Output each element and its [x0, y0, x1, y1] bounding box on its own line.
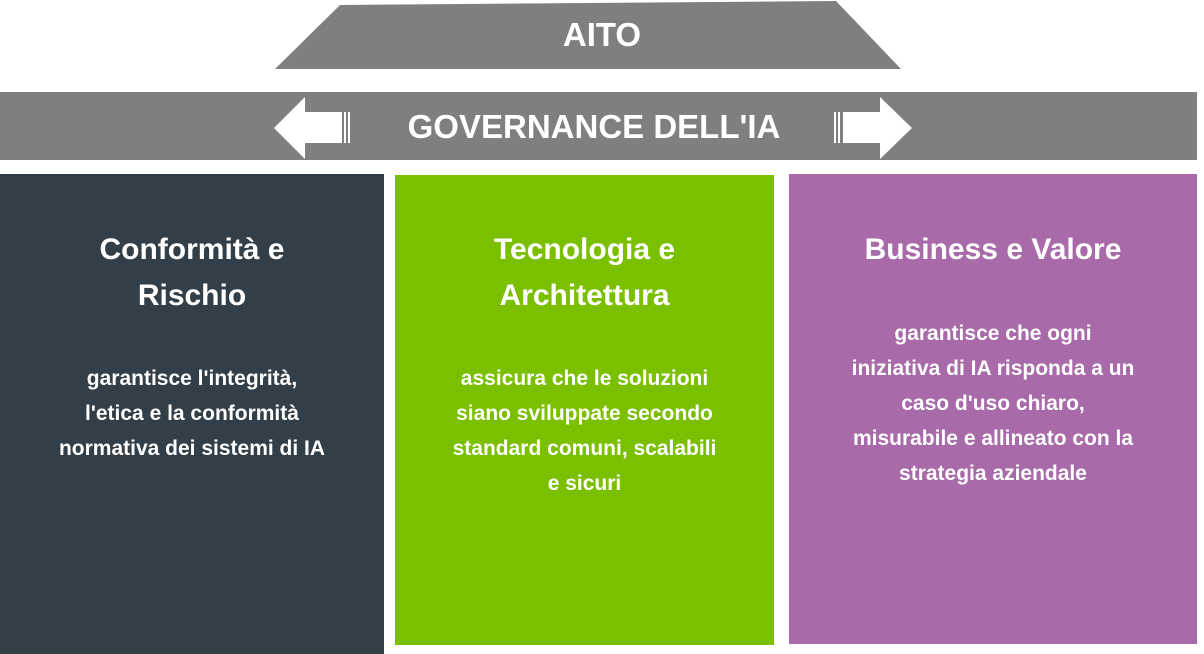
governance-arrows: [274, 97, 912, 159]
title-line: Conformità e: [99, 233, 285, 266]
governance-label: GOVERNANCE DELL'IA: [407, 108, 781, 145]
pillar-business-value: Business e Valore garantisce che ogni in…: [789, 174, 1197, 644]
pillar-description: garantisce che ogni iniziativa di IA ris…: [789, 316, 1197, 491]
left-arrow-icon: [274, 97, 350, 159]
body-line: garantisce che ogni: [894, 322, 1092, 345]
aito-trapezoid: [275, 1, 901, 69]
body-line: garantisce l'integrità,: [86, 367, 298, 390]
body-line: e sicuri: [547, 472, 622, 495]
body-line: standard comuni, scalabili: [452, 437, 717, 460]
pillar-title: Tecnologia e Architettura: [395, 227, 774, 319]
title-line: Architettura: [499, 279, 670, 312]
title-line: Tecnologia e: [493, 233, 676, 266]
body-line: assicura che le soluzioni: [460, 367, 709, 390]
body-line: caso d'uso chiaro,: [901, 392, 1085, 415]
body-line: strategia aziendale: [899, 462, 1087, 485]
body-line: siano sviluppate secondo: [456, 402, 713, 425]
aito-label: AITO: [562, 16, 642, 53]
pillar-description: assicura che le soluzioni siano sviluppa…: [395, 361, 774, 501]
right-arrow-icon: [834, 97, 912, 159]
body-line: misurabile e allineato con la: [852, 427, 1134, 450]
title-line: Business e Valore: [864, 233, 1122, 266]
pillar-description: garantisce l'integrità, l'etica e la con…: [0, 361, 384, 466]
pillar-compliance-risk: Conformità e Rischio garantisce l'integr…: [0, 174, 384, 654]
pillar-title: Conformità e Rischio: [0, 227, 384, 319]
pillar-title: Business e Valore: [789, 227, 1197, 273]
body-line: iniziativa di IA risponda a un: [851, 357, 1135, 380]
title-line: Rischio: [137, 279, 247, 312]
governance-band: [0, 92, 1197, 160]
pillar-technology-architecture: Tecnologia e Architettura assicura che l…: [395, 175, 774, 645]
body-line: l'etica e la conformità: [85, 402, 299, 425]
body-line: normativa dei sistemi di IA: [58, 437, 326, 460]
